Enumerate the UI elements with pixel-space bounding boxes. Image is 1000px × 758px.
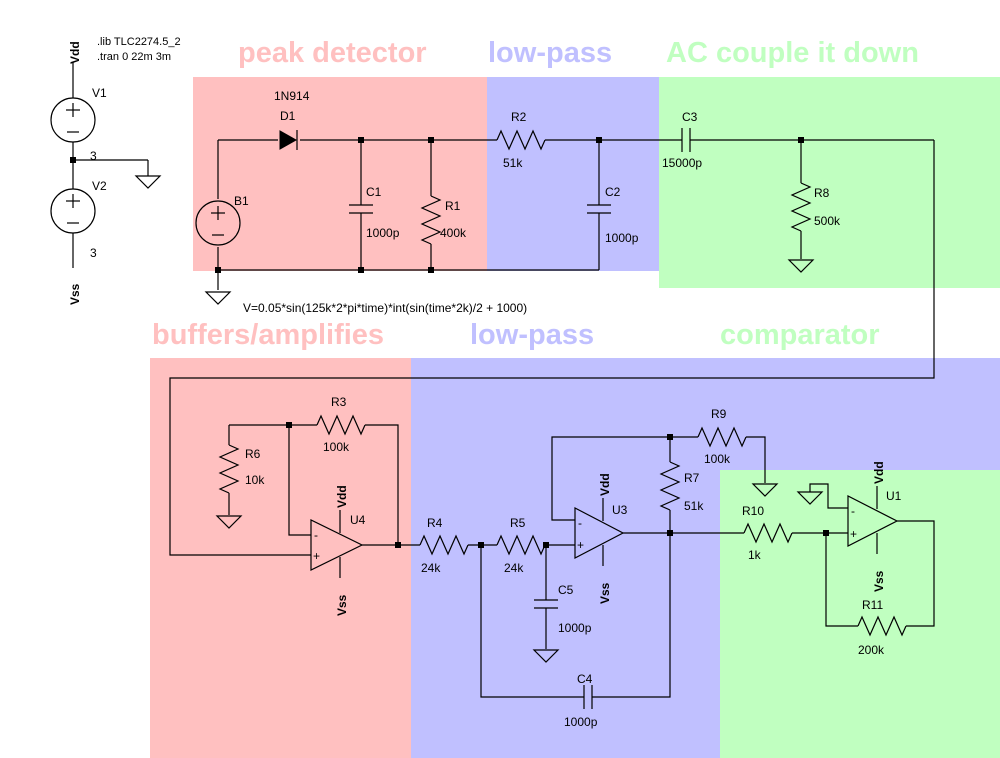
tran-directive: .tran 0 22m 3m (97, 51, 171, 63)
r3-value: 100k (323, 440, 350, 454)
svg-text:+: + (313, 549, 320, 563)
c2-value: 1000p (605, 231, 639, 245)
c4-label: C4 (577, 672, 593, 686)
c2-capacitor (587, 140, 611, 270)
u3-vss: Vss (598, 582, 612, 604)
r2-resistor (496, 129, 682, 151)
u3-label: U3 (612, 503, 628, 517)
u3-vdd: Vdd (598, 473, 612, 496)
r7-label: R7 (684, 471, 700, 485)
v2-label: V2 (92, 179, 107, 193)
supply-section: Vdd Vss V1 3 V2 3 (50, 41, 162, 305)
u1-vdd: Vdd (872, 461, 886, 484)
c3-label: C3 (682, 110, 698, 124)
r10-resistor (743, 522, 848, 544)
d1-label: D1 (280, 109, 296, 123)
section-bg-peak-detector (193, 77, 487, 271)
c1-label: C1 (366, 185, 382, 199)
vss-rail-label: Vss (68, 283, 82, 305)
c3-capacitor (681, 128, 934, 152)
r1-label: R1 (445, 199, 461, 213)
svg-text:-: - (314, 528, 318, 542)
section-title-ac-couple: AC couple it down (666, 37, 919, 69)
u1-opamp: - + (796, 483, 935, 627)
svg-text:+: + (850, 527, 857, 541)
r8-label: R8 (814, 186, 830, 200)
r6-value: 10k (245, 473, 265, 487)
r6-resistor (215, 424, 289, 529)
u3-opamp: - + (551, 436, 744, 566)
section-bg-comparator (720, 470, 1000, 758)
r8-value: 500k (814, 214, 841, 228)
c5-value: 1000p (558, 621, 592, 635)
r9-value: 100k (704, 452, 731, 466)
r2-label: R2 (511, 110, 527, 124)
r9-label: R9 (711, 407, 727, 421)
u1-vss: Vss (872, 570, 886, 592)
ac-to-buffer-wire (169, 140, 935, 556)
v1-value: 3 (90, 149, 97, 163)
section-bg-low-pass-top (487, 77, 659, 271)
r4-label: R4 (427, 516, 443, 530)
section-title-low-pass-bottom: low-pass (470, 319, 594, 351)
u1-label: U1 (886, 489, 902, 503)
section-title-low-pass-top: low-pass (488, 37, 612, 69)
d1-value: 1N914 (274, 89, 310, 103)
c5-label: C5 (558, 583, 574, 597)
b1-expression: V=0.05*sin(125k*2*pi*time)*int(sin(time*… (243, 301, 527, 315)
r6-label: R6 (245, 447, 261, 461)
r3-resistor (289, 414, 399, 545)
section-bg-ac-couple (659, 77, 1000, 288)
svg-text:+: + (577, 538, 584, 552)
r5-value: 24k (504, 561, 524, 575)
c4-capacitor (480, 533, 671, 709)
lib-directive: .lib TLC2274.5_2 (97, 36, 181, 48)
r11-label: R11 (862, 598, 883, 612)
vdd-rail-label: Vdd (68, 41, 82, 64)
c1-capacitor (349, 140, 373, 270)
u4-vdd: Vdd (335, 485, 349, 508)
r5-label: R5 (510, 516, 526, 530)
r1-value: 400k (440, 226, 467, 240)
r3-label: R3 (331, 395, 347, 409)
b1-source (195, 200, 241, 246)
r1-resistor (420, 140, 442, 270)
r9-resistor (670, 426, 779, 497)
svg-text:-: - (578, 516, 582, 530)
svg-text:-: - (851, 504, 855, 518)
d1-diode (279, 130, 298, 150)
u4-opamp: - + (310, 510, 420, 578)
c4-value: 1000p (564, 715, 598, 729)
r5-resistor (496, 534, 575, 556)
v2-value: 3 (90, 246, 97, 260)
r11-resistor (825, 533, 907, 637)
c3-value: 15000p (662, 156, 702, 170)
v1-label: V1 (92, 86, 107, 100)
u4-label: U4 (350, 513, 366, 527)
r11-value: 200k (858, 643, 885, 657)
section-bg-buffers (150, 358, 411, 758)
r7-value: 51k (684, 499, 704, 513)
section-title-buffers: buffers/amplifies (152, 319, 384, 351)
r10-value: 1k (748, 548, 762, 562)
b1-label: B1 (234, 194, 249, 208)
r7-resistor (659, 437, 681, 533)
r8-resistor (787, 140, 815, 273)
section-title-peak-detector: peak detector (238, 37, 427, 69)
c5-capacitor (532, 545, 560, 663)
u4-vss: Vss (335, 594, 349, 616)
r10-label: R10 (742, 504, 764, 518)
r4-value: 24k (421, 561, 441, 575)
section-title-comparator: comparator (720, 319, 880, 351)
c2-label: C2 (605, 185, 621, 199)
r2-value: 51k (503, 156, 523, 170)
c1-value: 1000p (366, 226, 400, 240)
